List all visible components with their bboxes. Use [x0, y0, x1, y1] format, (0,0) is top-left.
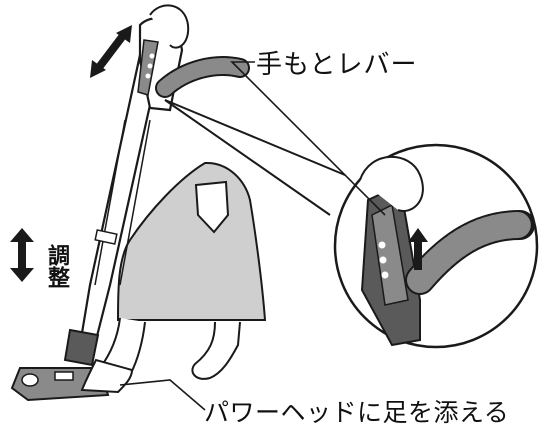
foot-shoe: [80, 358, 134, 394]
zoomed-handle: [359, 155, 535, 347]
leader-lines: [119, 61, 386, 411]
adjust-label: 調整: [44, 244, 69, 288]
adjust-arrow-icon: [10, 228, 34, 282]
vacuum-pipe: [78, 53, 162, 347]
user-silhouette: [98, 161, 267, 380]
vacuum-handle: [137, 4, 190, 112]
foot-on-head-label: パワーヘッドに足を添える: [204, 398, 510, 427]
double-arrow-diagonal-icon: [90, 25, 132, 78]
vacuum-hose: [155, 56, 250, 98]
lever-label: 手もとレバー: [256, 50, 418, 80]
power-head: [10, 328, 110, 402]
